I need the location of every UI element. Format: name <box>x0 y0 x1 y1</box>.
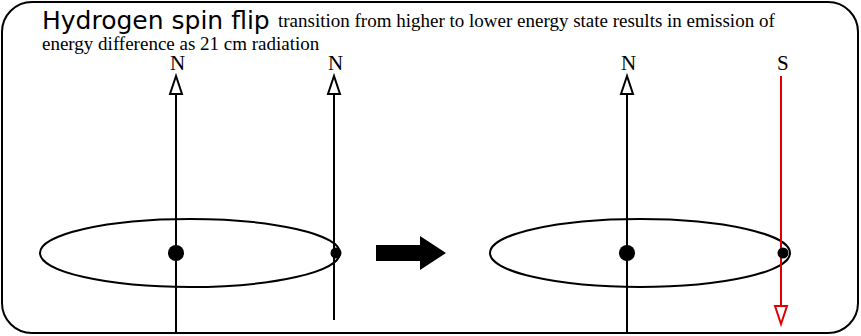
electron-spin-axis-flipped <box>780 76 782 308</box>
nucleus <box>619 245 635 261</box>
pole-label: S <box>777 52 789 74</box>
pole-label: N <box>170 52 185 74</box>
orbit <box>40 219 340 287</box>
arrowhead <box>621 76 633 94</box>
description: transition from higher to lower energy s… <box>42 9 812 55</box>
pole-label: N <box>621 52 636 74</box>
nucleus <box>168 245 184 261</box>
title: Hydrogen spin flip <box>42 6 270 36</box>
arrowhead <box>775 306 787 324</box>
proton-spin-axis <box>626 92 628 333</box>
pole-label: N <box>328 52 343 74</box>
electron-spin-axis <box>333 92 335 320</box>
arrowhead <box>170 76 182 94</box>
proton-spin-axis <box>175 92 177 333</box>
arrowhead <box>328 76 340 94</box>
frame <box>2 2 858 333</box>
electron <box>331 248 342 259</box>
orbit <box>490 219 790 287</box>
transition-arrow <box>376 236 446 270</box>
electron <box>778 248 789 259</box>
